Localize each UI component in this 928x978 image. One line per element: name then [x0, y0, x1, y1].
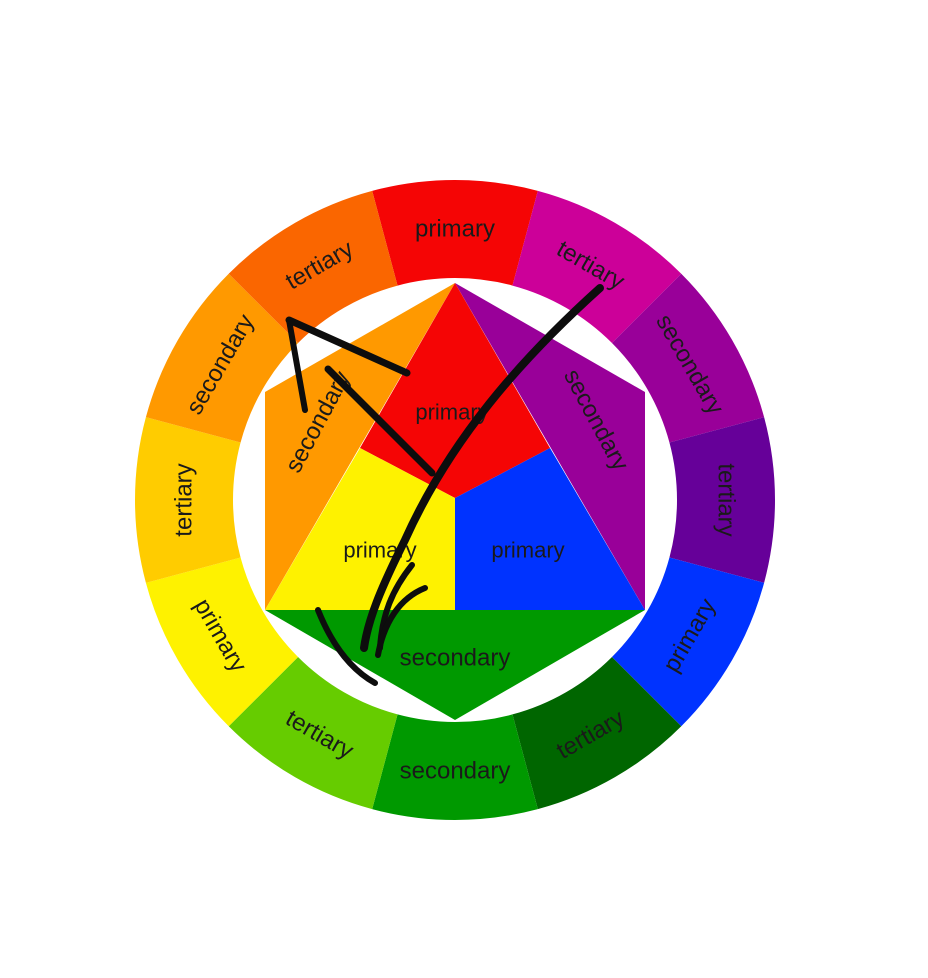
inner-secondary-right-triangle [455, 283, 645, 610]
hand-drawn-scribbles [285, 284, 604, 686]
ring-segment-yellow-orange [135, 417, 241, 583]
scribble-stroke-3 [324, 365, 436, 477]
inner-primary-blue [455, 448, 645, 610]
ring-label-blue-violet: tertiary [713, 463, 740, 536]
ring-segment-blue-green [512, 656, 682, 810]
scribble-stroke-4 [360, 284, 604, 652]
ring-segment-violet [611, 273, 765, 443]
ring-segment-blue [611, 557, 765, 727]
scribble-stroke-7 [315, 607, 378, 686]
scribble-stroke-6 [375, 585, 428, 658]
ring-segment-yellow-green [228, 656, 398, 810]
outer-ring: primarytertiarysecondarytertiaryprimaryt… [135, 180, 775, 820]
ring-segment-blue-violet [669, 417, 775, 583]
ring-segment-orange [145, 273, 299, 443]
ring-segment-yellow [145, 557, 299, 727]
ring-label-green: secondary [400, 758, 511, 785]
scribble-stroke-1 [286, 317, 308, 413]
ring-segment-red-violet [512, 190, 682, 344]
ring-segment-green [372, 714, 538, 820]
scribble-stroke-2 [285, 316, 411, 377]
inner-label-secondary-green: secondary [400, 645, 511, 672]
inner-secondary-bottom-triangle [265, 610, 645, 720]
ring-segment-red-orange [228, 190, 398, 344]
inner-secondary-left-triangle [265, 283, 455, 610]
inner-label-primary-blue: primary [491, 538, 564, 563]
ring-segment-red [372, 180, 538, 286]
ring-label-red: primary [415, 216, 495, 243]
ring-label-yellow-orange: tertiary [171, 463, 198, 536]
